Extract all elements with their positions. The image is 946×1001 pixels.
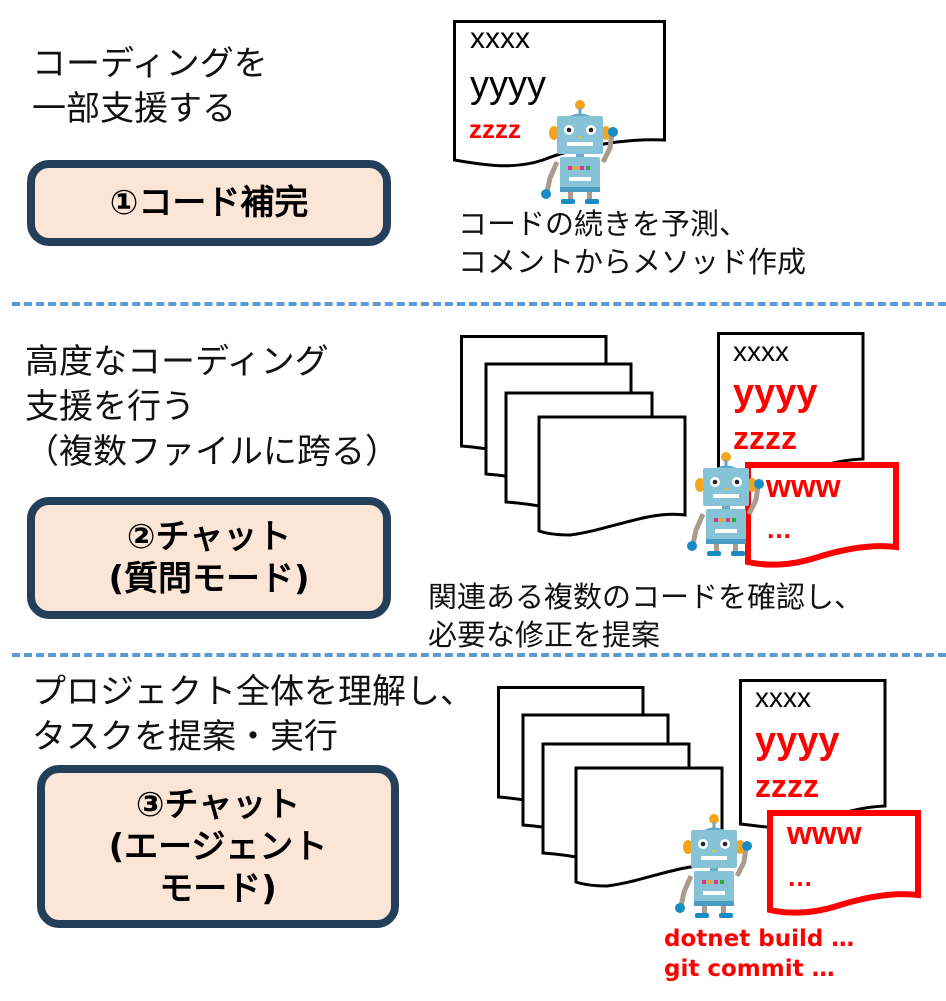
new-code-line: … xyxy=(766,514,792,544)
code-line: xxxx xyxy=(733,336,789,367)
section-2-caption: 関連ある複数のコードを確認し、 必要な修正を提案 xyxy=(428,580,864,652)
section-3-description: プロジェクト全体を理解し、 タスクを提案・実行 xyxy=(32,672,474,757)
agent-commands: dotnet build … git commit … xyxy=(664,926,855,982)
mode-box-code-completion: ①コード補完 xyxy=(27,160,391,246)
section-1-description: コーディングを 一部支援する xyxy=(32,44,268,129)
mode-label: ②チャット (質問モード) xyxy=(108,517,310,599)
code-line-highlighted: yyyy xyxy=(755,720,840,762)
code-line: xxxx xyxy=(755,682,811,713)
section-divider xyxy=(12,653,946,657)
mode-label: ③チャット (エージェント モード) xyxy=(108,784,328,909)
code-line: yyyy xyxy=(470,64,546,106)
mode-box-chat-agent: ③チャット (エージェント モード) xyxy=(37,765,399,928)
new-code-line: www xyxy=(766,468,841,504)
robot-icon xyxy=(687,452,764,556)
code-line: xxxx xyxy=(470,22,530,55)
code-line-highlighted: zzzz xyxy=(733,420,797,456)
code-line-highlighted: yyyy xyxy=(733,372,818,414)
code-line-highlighted: zzzz xyxy=(755,768,819,804)
new-code-document xyxy=(745,462,899,568)
mode-label: ①コード補完 xyxy=(109,183,309,223)
section-1-caption: コードの続きを予測、 コメントからメソッド作成 xyxy=(458,207,807,279)
file-stack xyxy=(460,335,687,537)
new-code-document xyxy=(767,810,921,916)
new-code-line: www xyxy=(787,815,862,851)
robot-icon xyxy=(541,100,618,204)
code-line-highlighted: zzzz xyxy=(469,114,521,144)
section-divider xyxy=(12,302,946,306)
robot-icon xyxy=(675,814,752,918)
mode-box-chat-ask: ②チャット (質問モード) xyxy=(27,497,391,619)
new-code-line: … xyxy=(787,862,813,892)
section-2-description: 高度なコーディング 支援を行う （複数ファイルに跨る） xyxy=(25,342,399,472)
